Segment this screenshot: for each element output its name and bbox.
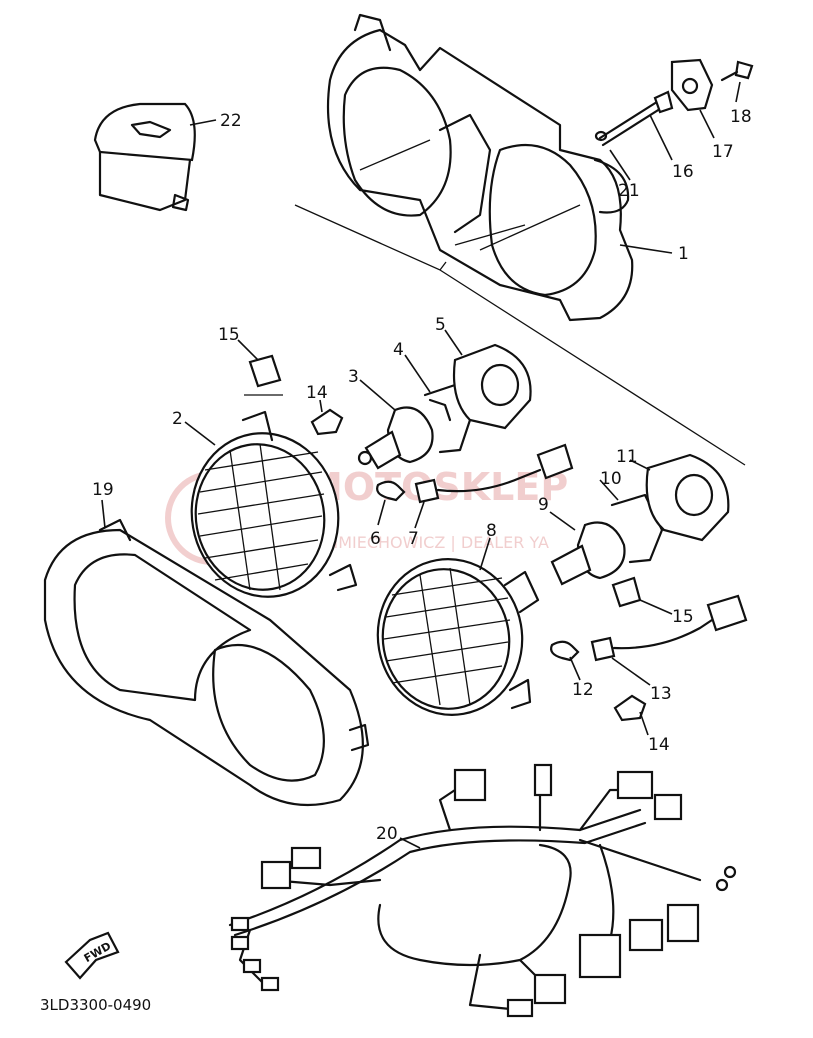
callout-4: 4 xyxy=(393,340,404,360)
part-2-headlight-left xyxy=(190,410,358,598)
callout-15-right: 15 xyxy=(672,607,694,627)
part-14-bulb-right xyxy=(613,694,647,722)
callout-6: 6 xyxy=(370,529,381,549)
part-17-bracket xyxy=(670,58,714,112)
callout-21: 21 xyxy=(618,181,640,201)
fwd-arrow-icon: FWD xyxy=(64,931,120,980)
callout-17: 17 xyxy=(712,142,734,162)
part-6-bulb xyxy=(376,480,406,502)
callout-11: 11 xyxy=(616,447,638,467)
part-1-housing xyxy=(294,13,746,466)
callout-18: 18 xyxy=(730,107,752,127)
part-21-washer xyxy=(594,130,608,142)
callout-1: 1 xyxy=(678,244,689,264)
part-8-headlight-right xyxy=(376,558,540,716)
part-3-bulb xyxy=(357,406,434,470)
part-15-grommet-right xyxy=(611,576,642,608)
callout-8: 8 xyxy=(486,521,497,541)
part-14-bulb-left xyxy=(310,408,344,436)
part-7-socket-wire xyxy=(414,443,574,504)
part-9-bulb xyxy=(550,521,626,586)
watermark-subtitle: CHMIECHOWICZ | DEALER YA xyxy=(315,533,549,552)
callout-14-left: 14 xyxy=(306,383,328,403)
part-18-screw xyxy=(720,60,754,82)
callout-14-right: 14 xyxy=(648,735,670,755)
part-11-cover xyxy=(645,453,730,542)
leader-lines xyxy=(101,81,741,849)
callout-5: 5 xyxy=(435,315,446,335)
callout-13: 13 xyxy=(650,684,672,704)
part-10-socket xyxy=(610,493,664,564)
callout-15-left: 15 xyxy=(218,325,240,345)
callout-20: 20 xyxy=(376,824,398,844)
callout-3: 3 xyxy=(348,367,359,387)
callout-10: 10 xyxy=(600,469,622,489)
callout-16: 16 xyxy=(672,162,694,182)
dealer-watermark: MOTOSKLEP CHMIECHOWICZ | DEALER YA xyxy=(165,465,568,565)
callout-19: 19 xyxy=(92,480,114,500)
part-15-grommet-left xyxy=(244,354,283,396)
callout-7: 7 xyxy=(408,529,419,549)
part-5-cover xyxy=(452,343,532,430)
part-20-harness xyxy=(228,763,737,1018)
callout-12: 12 xyxy=(572,680,594,700)
part-12-bulb xyxy=(550,640,580,662)
callout-2: 2 xyxy=(172,409,183,429)
diagram-code: 3LD3300-0490 xyxy=(40,996,151,1014)
callout-9: 9 xyxy=(538,495,549,515)
part-13-socket-wire xyxy=(590,594,748,662)
callout-22: 22 xyxy=(220,111,242,131)
part-22-cover xyxy=(93,102,196,212)
callout-numbers: 22 1 21 16 17 18 15 2 14 3 4 5 6 7 8 9 1… xyxy=(92,107,752,844)
part-19-rim xyxy=(43,518,370,807)
part-16-bolt xyxy=(598,90,674,147)
